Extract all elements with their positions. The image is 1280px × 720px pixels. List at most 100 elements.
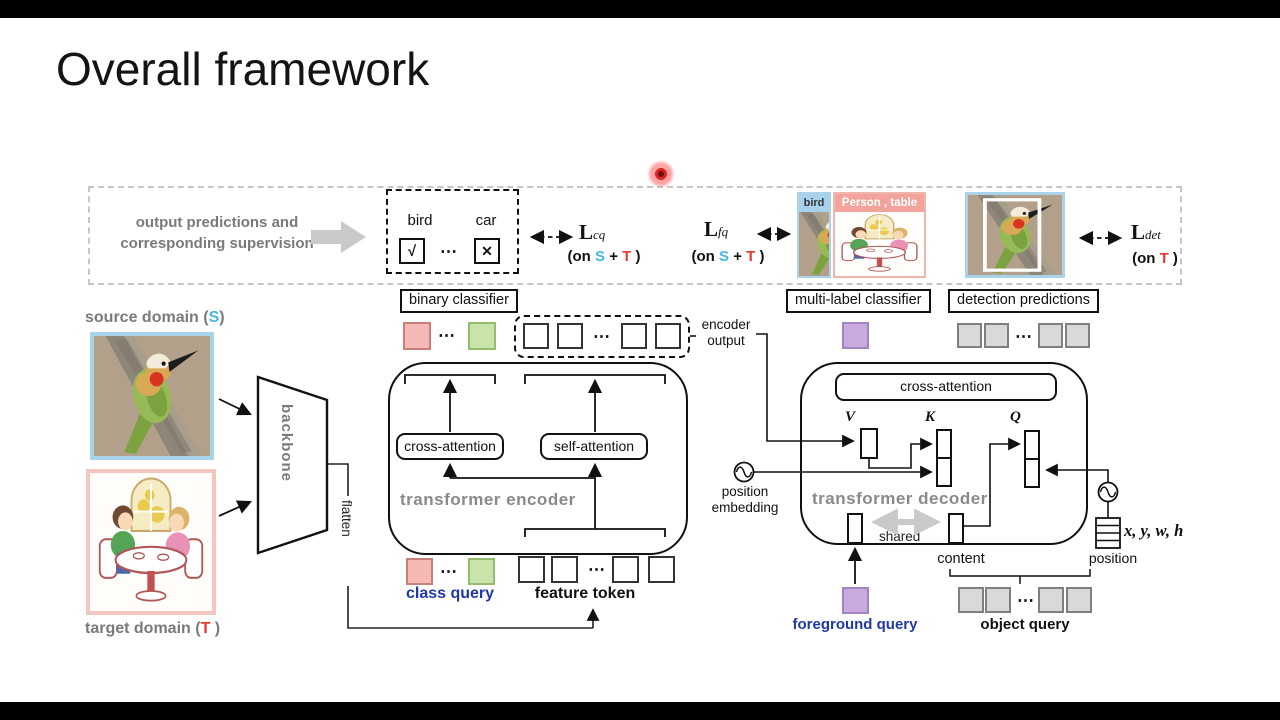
cafe-illustration — [835, 212, 924, 276]
target-letter: T — [1159, 250, 1169, 267]
bird-tag: bird — [799, 194, 829, 212]
person-table-tag: Person , table — [835, 194, 924, 212]
on-post: ) — [1168, 250, 1178, 267]
loss-det: Ldet — [1131, 220, 1161, 245]
target-domain-close: ) — [210, 620, 221, 637]
object-query-token — [1066, 587, 1092, 613]
on-post: ) — [755, 248, 765, 265]
decoder-cross-attention: cross-attention — [835, 373, 1057, 401]
on-pre: (on — [691, 248, 720, 265]
loss-cq-subscript: cq — [593, 227, 606, 242]
ellipsis: ⋯ — [588, 560, 606, 579]
value-vector — [860, 428, 878, 459]
ellipsis: ⋯ — [1017, 591, 1035, 610]
source-domain-label: source domain (S) — [85, 309, 225, 327]
ellipsis: ⋯ — [440, 562, 458, 581]
multilabel-bird-thumbnail: bird — [797, 192, 831, 278]
plus: + — [729, 248, 747, 265]
feature-token — [648, 556, 675, 583]
object-query-output — [957, 323, 982, 348]
xywh-label: x, y, w, h — [1124, 521, 1184, 540]
source-to-backbone-arrow — [218, 398, 252, 416]
key-label: K — [925, 409, 936, 425]
transformer-encoder-label: transformer encoder — [400, 490, 576, 509]
on-post: ) — [631, 248, 641, 265]
feature-token-label: feature token — [534, 585, 636, 602]
sine-wave — [1099, 486, 1117, 498]
source-letter: S — [595, 248, 606, 265]
content-vector — [948, 513, 964, 544]
encoder-output-line2: output — [707, 333, 745, 348]
on-pre: (on — [1132, 250, 1160, 267]
foreground-query-output — [842, 322, 869, 349]
foreground-query-label: foreground query — [792, 616, 918, 633]
source-letter: S — [719, 248, 730, 265]
feature-token — [612, 556, 639, 583]
feature-output-token — [523, 323, 549, 349]
detection-thumbnail — [965, 192, 1065, 278]
position-embedding-line2: embedding — [711, 500, 779, 515]
encoder-output-box — [514, 315, 690, 358]
feature-token — [518, 556, 545, 583]
page-title: Overall framework — [56, 43, 430, 95]
multi-label-classifier-label: multi-label classifier — [786, 289, 931, 313]
source-domain-text: source domain ( — [85, 309, 209, 326]
target-letter: T — [200, 620, 211, 637]
ellipsis: ⋯ — [1015, 327, 1033, 346]
target-letter: T — [622, 248, 632, 265]
transformer-decoder-label: transformer decoder — [812, 489, 988, 508]
position-encoding-icon — [733, 461, 755, 483]
foreground-query-token — [842, 587, 869, 614]
supervision-caption: output predictions and corresponding sup… — [103, 212, 331, 254]
supervision-caption-line1: output predictions and — [135, 214, 299, 231]
position-encoding-icon — [1097, 481, 1119, 503]
class-query-output-green — [468, 322, 496, 350]
flatten-line-upper — [327, 463, 349, 496]
object-query-token — [985, 587, 1011, 613]
class-query-output-pink — [403, 322, 431, 350]
object-query-token — [1038, 587, 1064, 613]
supervision-caption-line2: corresponding supervision — [120, 235, 314, 252]
content-label: content — [937, 551, 985, 567]
encoder-self-attention: self-attention — [540, 433, 648, 460]
class-query-token-pink — [406, 558, 433, 585]
feature-output-token — [621, 323, 647, 349]
loss-fq-subscript: fq — [718, 224, 729, 239]
value-label: V — [845, 409, 856, 425]
binary-class-car: car — [475, 212, 497, 229]
binary-ellipsis: ⋯ — [440, 242, 458, 261]
loss-cq-domains: (on S + T ) — [556, 248, 652, 265]
decoder-foreground-slot — [847, 513, 863, 544]
class-query-token-green — [468, 558, 495, 585]
target-to-backbone-arrow — [218, 500, 252, 517]
loss-fq-domains: (on S + T ) — [680, 248, 776, 265]
bird-illustration — [968, 195, 1062, 275]
query-label: Q — [1010, 409, 1021, 425]
position-label: position — [1088, 550, 1138, 566]
letterbox-bottom — [0, 702, 1280, 720]
key-vector — [936, 429, 952, 487]
feature-output-token — [557, 323, 583, 349]
encoder-cross-attention: cross-attention — [396, 433, 504, 460]
class-query-label: class query — [405, 585, 495, 602]
on-pre: (on — [567, 248, 596, 265]
supervision-strip — [88, 186, 1182, 285]
source-letter: S — [208, 309, 220, 326]
letterbox-top — [0, 0, 1280, 18]
target-domain-image — [86, 469, 216, 615]
ellipsis: ⋯ — [438, 326, 456, 345]
source-domain-image — [90, 332, 214, 460]
target-domain-label: target domain (T ) — [85, 620, 220, 638]
multilabel-scene-thumbnail: Person , table — [833, 192, 926, 278]
query-vector — [1024, 430, 1040, 488]
shared-label: shared — [879, 529, 921, 544]
object-query-output — [1065, 323, 1090, 348]
cross-icon: ✕ — [474, 238, 500, 264]
loss-cq: Lcq — [579, 220, 605, 245]
bird-illustration — [799, 212, 829, 276]
xywh-stack — [1095, 517, 1121, 549]
object-query-output — [1038, 323, 1063, 348]
object-query-brace — [949, 569, 1091, 584]
feature-token — [551, 556, 578, 583]
ellipsis: ⋯ — [593, 327, 611, 346]
